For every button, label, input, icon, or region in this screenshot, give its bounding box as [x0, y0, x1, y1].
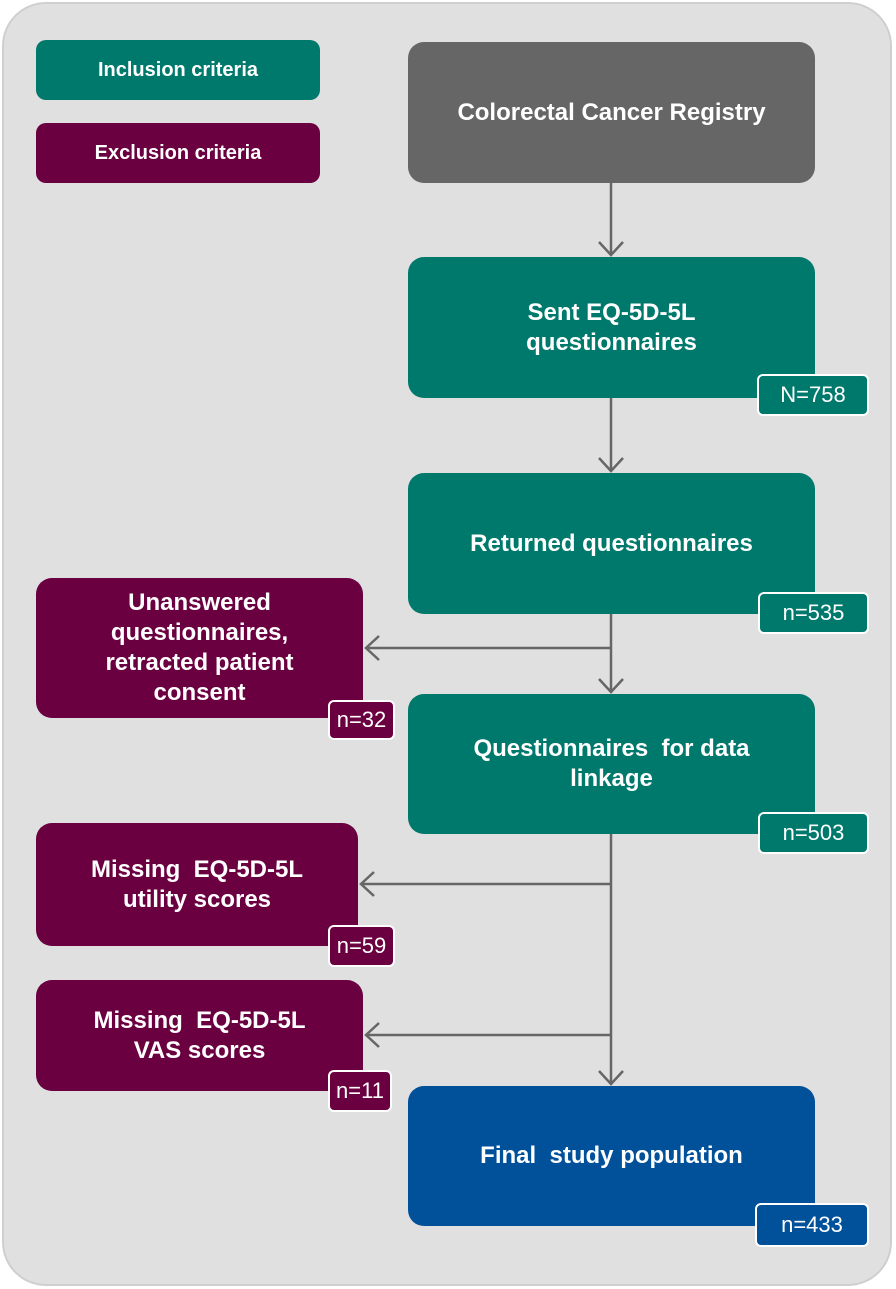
legend-inclusion: Inclusion criteria — [36, 40, 320, 100]
exclusion-vas-line2: VAS scores — [133, 1036, 266, 1064]
final-population-box: Final study population — [408, 1086, 815, 1226]
legend-exclusion: Exclusion criteria — [36, 123, 320, 183]
exclusion-unanswered-line4: consent — [153, 679, 246, 706]
sent-count-badge: N=758 — [757, 374, 869, 416]
exclusion-vas-line1: Missing EQ-5D-5L — [93, 1006, 306, 1034]
exclusion-unanswered-line2: questionnaires, — [110, 619, 289, 646]
final-count: n=433 — [781, 1212, 843, 1237]
final-label: Final study population — [480, 1142, 743, 1169]
exclusion-utility-line1: Missing EQ-5D-5L — [90, 855, 304, 883]
returned-label: Returned questionnaires — [470, 529, 753, 557]
linkage-box: Questionnaires for data linkage — [408, 694, 815, 834]
exclusion-utility-count-badge: n=59 — [328, 925, 395, 967]
linkage-label-line2: linkage — [570, 765, 653, 792]
exclusion-vas-count: n=11 — [336, 1078, 384, 1103]
final-count-badge: n=433 — [755, 1203, 869, 1247]
legend-exclusion-label: Exclusion criteria — [94, 141, 262, 164]
exclusion-unanswered-count-badge: n=32 — [328, 700, 395, 740]
returned-count-badge: n=535 — [758, 592, 869, 634]
sent-questionnaires-box: Sent EQ-5D-5L questionnaires — [408, 257, 815, 398]
exclusion-utility-line2: utility scores — [122, 885, 272, 913]
returned-count: n=535 — [782, 600, 845, 625]
exclusion-vas-box: Missing EQ-5D-5L VAS scores — [36, 980, 363, 1091]
exclusion-unanswered-line1: Unanswered — [128, 589, 271, 616]
exclusion-unanswered-box: Unanswered questionnaires, retracted pat… — [36, 578, 363, 718]
linkage-label-line1: Questionnaires for data — [473, 735, 750, 762]
legend-inclusion-label: Inclusion criteria — [97, 58, 259, 81]
returned-questionnaires-box: Returned questionnaires — [408, 473, 815, 614]
exclusion-vas-count-badge: n=11 — [328, 1070, 392, 1112]
sent-label-line1: Sent EQ-5D-5L — [527, 298, 696, 326]
registry-box: Colorectal Cancer Registry — [408, 42, 815, 183]
exclusion-unanswered-count: n=32 — [336, 707, 387, 732]
exclusion-unanswered-line3: retracted patient — [105, 649, 294, 676]
registry-label: Colorectal Cancer Registry — [457, 98, 766, 126]
linkage-count-badge: n=503 — [758, 812, 869, 854]
exclusion-utility-count: n=59 — [336, 933, 387, 958]
sent-count: N=758 — [780, 382, 846, 407]
linkage-count: n=503 — [782, 820, 845, 845]
exclusion-utility-box: Missing EQ-5D-5L utility scores — [36, 823, 358, 946]
sent-label-line2: questionnaires — [526, 328, 697, 356]
